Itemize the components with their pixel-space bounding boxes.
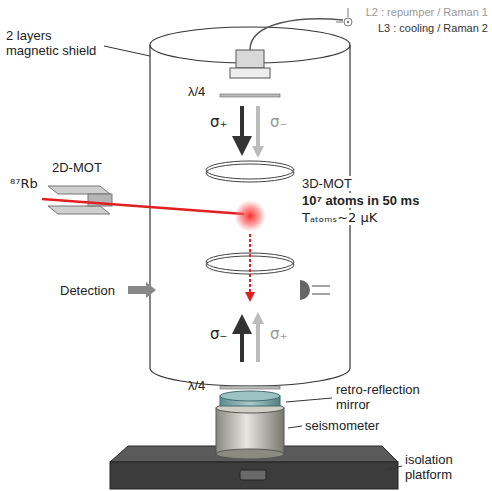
optics-label: λ/4 <box>188 378 205 393</box>
photodiode <box>300 280 310 300</box>
polarization-label: σ₋ <box>270 114 287 131</box>
leader-line <box>104 46 150 56</box>
beam-arrow <box>256 322 260 362</box>
part-name: isolation platform <box>405 452 477 482</box>
temperature-note: Tₐₜₒₘₛ~2 µK <box>300 210 379 225</box>
falling-atoms <box>249 234 251 300</box>
polarization-label: σ₋ <box>210 326 227 343</box>
polarization-symbol <box>344 18 352 26</box>
polarization-label: σ₊ <box>270 326 287 343</box>
detection-beam <box>128 282 156 298</box>
shield-bottom <box>150 368 350 386</box>
performance-note: 10⁷ atoms in 50 ms <box>300 193 421 208</box>
fiber-collimator <box>236 50 264 68</box>
polarization-label: σ₊ <box>210 114 227 131</box>
beam-arrow <box>240 106 244 152</box>
atom-beam <box>42 199 244 214</box>
part-name: retro-reflection mirror <box>336 382 446 412</box>
leader-line <box>286 398 332 402</box>
waveplate <box>220 94 280 97</box>
photodiode-wire <box>312 294 330 295</box>
part-name: 2 layers magnetic shield <box>6 28 106 58</box>
isolation-platform <box>110 446 398 489</box>
leader-line <box>386 466 402 470</box>
arrow-head <box>252 146 264 158</box>
leader-line <box>288 426 302 428</box>
laser-label: L3 : cooling / Raman 2 <box>378 22 488 35</box>
laser-label: L2 : repumper / Raman 1 <box>366 6 488 19</box>
waveplate <box>220 386 280 389</box>
beam-arrow <box>256 106 260 152</box>
fiber-collimator <box>230 68 270 78</box>
polarization-symbol <box>348 8 349 17</box>
photodiode-wire <box>312 286 330 287</box>
retro-reflection-mirror <box>220 391 280 406</box>
part-name: Detection <box>60 283 115 298</box>
part-name: seismometer <box>305 418 379 433</box>
atom-cloud <box>234 200 266 232</box>
arrow-head <box>252 312 264 324</box>
species-label: ⁸⁷Rb <box>10 176 38 191</box>
beam-arrow <box>240 318 244 362</box>
optics-label: λ/4 <box>188 84 205 99</box>
part-name: 3D-MOT <box>300 176 354 191</box>
part-name: 2D-MOT <box>52 160 102 175</box>
polarization-symbol <box>347 21 349 23</box>
seismometer <box>216 403 284 459</box>
polarization-symbol <box>336 22 343 23</box>
optical-fiber <box>250 19 343 50</box>
mot-coil <box>206 161 294 274</box>
